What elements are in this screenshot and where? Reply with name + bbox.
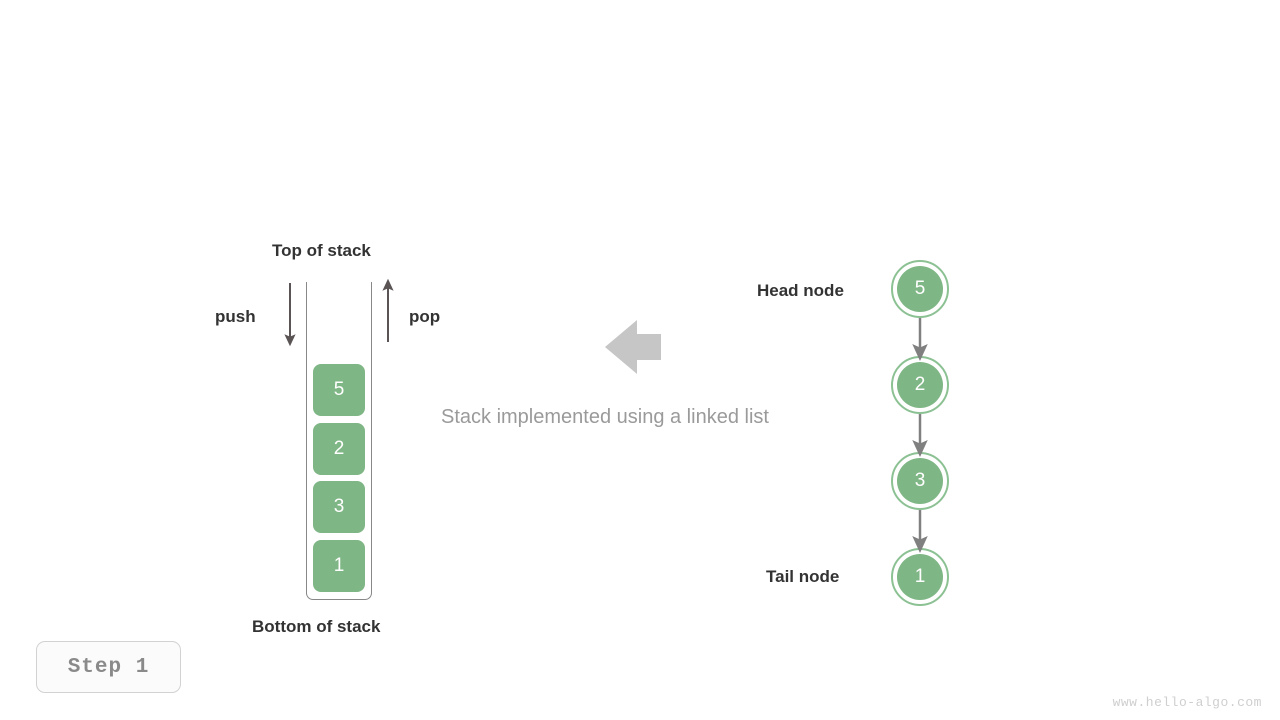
- linked-list-node: 3: [891, 452, 949, 510]
- linked-list-node: 2: [891, 356, 949, 414]
- head-node-label: Head node: [757, 281, 844, 300]
- watermark: www.hello-algo.com: [1112, 695, 1262, 710]
- linked-list-node: 5: [891, 260, 949, 318]
- linked-list-node-value: 3: [897, 458, 943, 504]
- stack-cell: 2: [313, 423, 365, 475]
- stack-container: [306, 282, 372, 600]
- caption-text: Stack implemented using a linked list: [441, 406, 769, 428]
- linked-list-node-value: 1: [897, 554, 943, 600]
- left-block-arrow-icon: [605, 320, 661, 374]
- push-label: push: [215, 307, 256, 326]
- tail-node-label: Tail node: [766, 567, 840, 586]
- linked-list-node: 1: [891, 548, 949, 606]
- linked-list-node-value: 5: [897, 266, 943, 312]
- stack-cell: 5: [313, 364, 365, 416]
- bottom-of-stack-label: Bottom of stack: [252, 617, 381, 636]
- linked-list-node-value: 2: [897, 362, 943, 408]
- pop-label: pop: [409, 307, 441, 326]
- step-badge: Step 1: [36, 641, 181, 693]
- stack-cell: 3: [313, 481, 365, 533]
- stack-cell: 1: [313, 540, 365, 592]
- top-of-stack-label: Top of stack: [272, 241, 371, 260]
